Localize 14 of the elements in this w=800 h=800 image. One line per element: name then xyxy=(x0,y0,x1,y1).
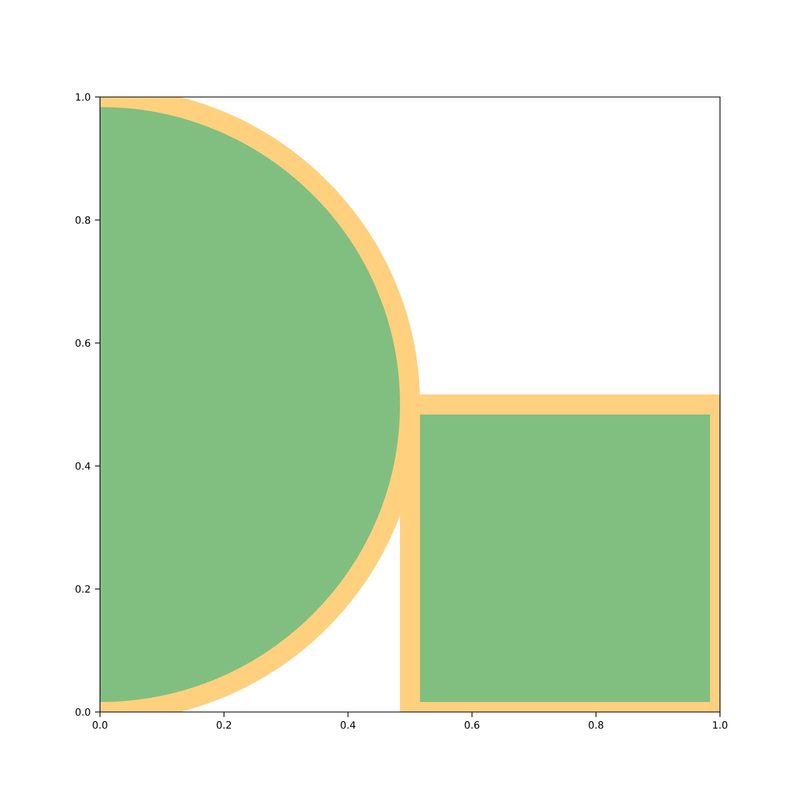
tick-label: 0.8 xyxy=(76,216,90,224)
tick-label: 0.2 xyxy=(76,585,90,593)
tick-label: 0.4 xyxy=(76,462,90,470)
tick-label: 0.6 xyxy=(76,339,90,347)
tick-label: 0.2 xyxy=(216,721,231,729)
tick-label: 0.4 xyxy=(340,721,356,729)
tick-label: 0.8 xyxy=(588,721,604,729)
tick-label: 1.0 xyxy=(76,93,90,101)
rectangle xyxy=(400,394,720,712)
tick-label: 0.0 xyxy=(92,721,108,729)
tick-label: 0.0 xyxy=(76,708,90,716)
tick-label: 0.6 xyxy=(464,721,480,729)
tick-label: 1.0 xyxy=(713,721,728,729)
circle xyxy=(100,97,420,712)
